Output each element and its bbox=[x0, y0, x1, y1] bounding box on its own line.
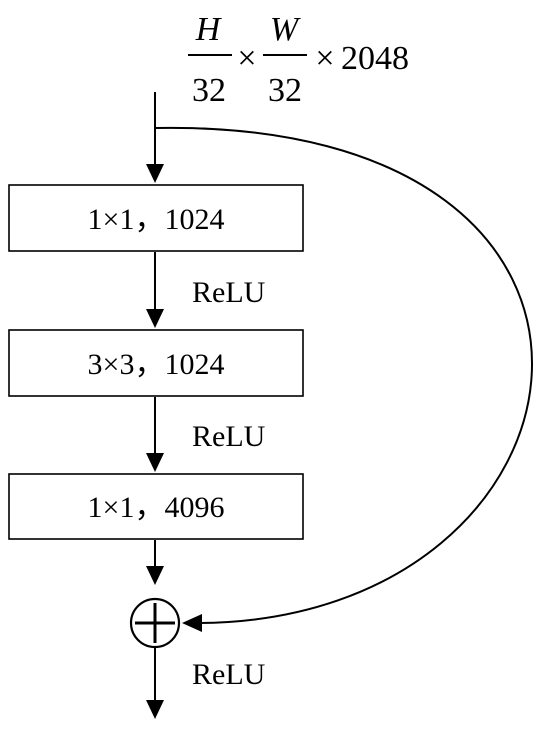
conv-block-1-label: 1×1，1024 bbox=[88, 203, 225, 236]
input-shape-formula: H 32 × W 32 × 2048 bbox=[188, 11, 409, 109]
arrowhead-into-add bbox=[146, 566, 164, 585]
skip-connection-curve bbox=[154, 126, 533, 624]
input-w-symbol: W bbox=[270, 11, 301, 48]
input-h-symbol: H bbox=[195, 11, 223, 48]
conv-block-2-label: 3×3，1024 bbox=[88, 348, 225, 381]
add-node bbox=[129, 597, 181, 649]
output-arrowhead bbox=[146, 700, 164, 719]
input-times-1: × bbox=[237, 40, 256, 77]
relu-label-2: ReLU bbox=[192, 420, 266, 453]
skip-connection-arrowhead bbox=[182, 614, 202, 632]
input-w-divisor: 32 bbox=[268, 72, 302, 109]
conv-block-2 bbox=[8, 329, 304, 397]
relu-label-1: ReLU bbox=[192, 276, 266, 309]
conv-block-3-label: 1×1，4096 bbox=[88, 491, 225, 524]
input-h-divisor: 32 bbox=[192, 72, 226, 109]
input-times-2: × bbox=[315, 40, 334, 77]
arrowhead-into-block-2 bbox=[146, 309, 164, 328]
conv-block-1 bbox=[8, 184, 304, 252]
input-channels: 2048 bbox=[341, 40, 409, 77]
conv-block-3 bbox=[8, 473, 304, 540]
arrowhead-into-block-1 bbox=[146, 164, 164, 183]
relu-label-3: ReLU bbox=[192, 658, 266, 691]
arrowhead-into-block-3 bbox=[146, 453, 164, 472]
